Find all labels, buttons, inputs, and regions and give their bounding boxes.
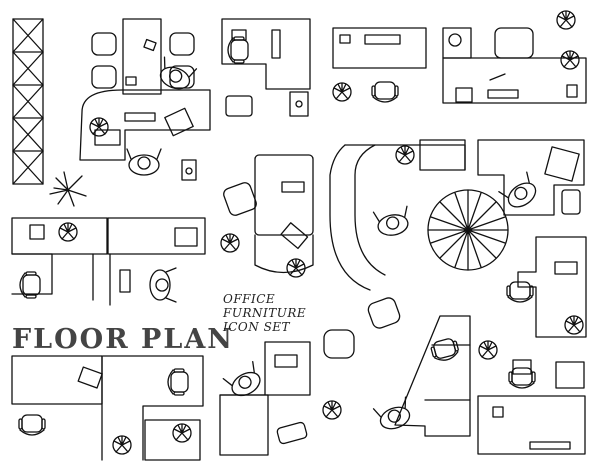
office-chair-icon <box>91 32 195 89</box>
workstation-icon <box>11 217 206 306</box>
armchair-icon <box>494 27 534 59</box>
armchair-icon <box>223 182 257 216</box>
desk-icon <box>517 236 587 338</box>
desk-icon <box>477 361 586 455</box>
desk-icon <box>477 139 585 216</box>
desk-icon <box>332 27 427 69</box>
shelving-unit-icon <box>12 18 44 185</box>
subtitle-line-2: FURNITURE <box>223 306 307 320</box>
desk-icon <box>219 341 311 456</box>
tree-icon <box>427 189 509 271</box>
reception-desk-icon <box>329 139 466 291</box>
workstation-icon <box>11 355 204 461</box>
desk-icon <box>221 18 311 117</box>
subtitle-line-1: OFFICE <box>223 292 276 306</box>
desk-icon <box>394 315 471 437</box>
laptop-icon <box>276 421 308 445</box>
armchair-icon <box>323 329 355 359</box>
desk-icon <box>254 154 314 274</box>
telephone-icon <box>448 33 462 47</box>
floor-plan-title: FLOOR PLAN <box>12 324 234 355</box>
subtitle-line-3: ICON SET <box>223 320 291 334</box>
desk-icon <box>442 27 587 104</box>
potted-plant-icon <box>49 171 87 207</box>
armchair-icon <box>367 297 401 329</box>
